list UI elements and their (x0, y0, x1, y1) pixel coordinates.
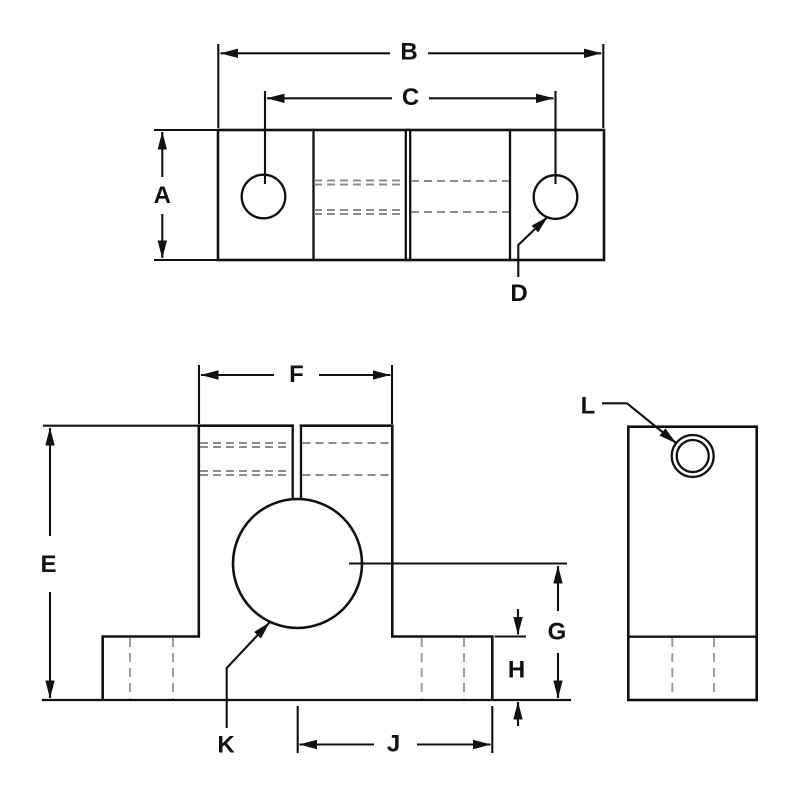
label-e: E (40, 551, 56, 578)
label-b: B (400, 39, 417, 66)
dimension-e: E (40, 424, 198, 699)
label-h: H (508, 657, 525, 684)
front-view: E F G H J (40, 361, 572, 759)
leader-k: K (217, 621, 271, 759)
label-d: D (510, 280, 527, 307)
front-view-body (101, 424, 494, 701)
top-view-hidden-lines (314, 179, 509, 215)
leader-line (602, 402, 677, 444)
dimension-j: J (296, 706, 494, 758)
label-a: A (154, 182, 171, 209)
dimension-b: B (217, 39, 605, 128)
side-view-body (626, 425, 758, 702)
top-view: B C A D (154, 39, 606, 307)
side-view: L (581, 393, 758, 702)
leader-d: D (510, 216, 549, 307)
leader-l: L (581, 393, 677, 444)
label-f: F (289, 361, 304, 388)
leader-line (517, 216, 549, 277)
label-j: J (387, 731, 400, 758)
label-c: C (402, 84, 419, 111)
label-l: L (581, 393, 596, 420)
side-view-hidden-lines (671, 638, 715, 698)
dimension-f: F (197, 361, 394, 424)
dimension-g: G (548, 565, 567, 699)
dimension-c: C (263, 84, 557, 184)
shaft-bore (231, 497, 364, 630)
dimension-a: A (154, 128, 217, 262)
front-view-hidden-lines (129, 442, 465, 699)
label-k: K (217, 732, 235, 759)
leader-line (225, 621, 271, 728)
side-hole-outer (670, 433, 715, 479)
dimension-h: H (494, 609, 526, 726)
label-g: G (548, 619, 567, 646)
top-view-left-hole (240, 173, 287, 220)
side-hole-inner (675, 438, 710, 474)
